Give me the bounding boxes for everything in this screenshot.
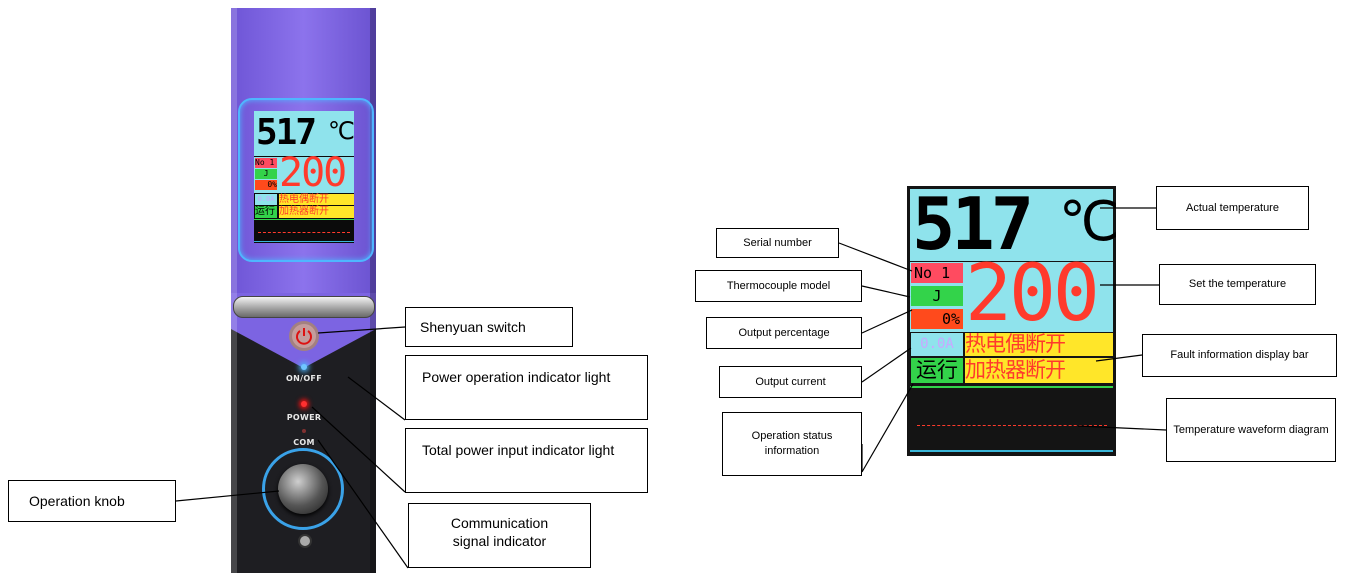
callout-shenyuan-switch: Shenyuan switch: [405, 307, 573, 347]
power-label: POWER: [286, 413, 322, 422]
thermocouple-value: J: [911, 286, 963, 306]
callout-total-power-input-indicator: Total power input indicator light: [405, 428, 648, 493]
small-actual-temp: 517: [256, 112, 317, 153]
small-temp-unit: ℃: [328, 117, 354, 145]
actual-temp-value: 517: [912, 182, 1034, 266]
small-serial: No 1: [255, 158, 277, 168]
status-value: 运行: [911, 358, 963, 383]
callout-thermocouple-model: Thermocouple model: [695, 270, 862, 302]
on-off-label: ON/OFF: [286, 374, 322, 383]
callout-actual-temperature: Actual temperature: [1156, 186, 1309, 230]
power-switch-button[interactable]: [292, 324, 316, 348]
callout-operation-knob: Operation knob: [8, 480, 176, 522]
total-power-led: [301, 401, 307, 407]
callout-set-temperature: Set the temperature: [1159, 264, 1316, 305]
callout-serial-number: Serial number: [716, 228, 839, 258]
callout-output-percentage: Output percentage: [706, 317, 862, 349]
small-set-temp: 200: [279, 150, 347, 196]
actual-temp-unit: ℃: [1059, 190, 1120, 253]
panel-screw: [298, 534, 312, 548]
callout-output-current: Output current: [719, 366, 862, 398]
small-lcd-display: 517 ℃ No 1 J 0% 200 0.0A 热电偶断开 运行 加热器断开: [254, 111, 354, 243]
set-temp-value: 200: [965, 249, 1100, 339]
output-current-value: 0.0A: [911, 333, 963, 356]
small-current: 0.0A: [255, 194, 277, 205]
fault-line-2: 加热器断开: [965, 358, 1113, 383]
communication-led: [302, 429, 306, 433]
small-output-pct: 0%: [255, 180, 277, 190]
display-bezel: [238, 98, 374, 262]
output-percentage-value: 0%: [911, 309, 963, 329]
operation-knob[interactable]: [278, 464, 328, 514]
waveform-trace: [917, 425, 1107, 426]
small-fault-1: 热电偶断开: [279, 194, 354, 205]
callout-communication-signal-indicator: Communication signal indicator: [408, 503, 591, 568]
panel-handle[interactable]: [233, 296, 375, 318]
small-tc-type: J: [255, 169, 277, 179]
small-status: 运行: [255, 206, 277, 218]
callout-fault-info-bar: Fault information display bar: [1142, 334, 1337, 377]
controller-panel: 517 ℃ No 1 J 0% 200 0.0A 热电偶断开 运行 加热器断开 …: [231, 8, 376, 573]
power-icon: [296, 328, 312, 345]
large-lcd-display: 517 ℃ No 1 J 0% 200 0.0A 热电偶断开 运行 加热器断开: [907, 182, 1120, 456]
fault-line-1: 热电偶断开: [965, 333, 1113, 356]
callout-operation-status: Operation status information: [722, 412, 862, 476]
serial-value: No 1: [911, 263, 963, 283]
knob-ring: [262, 448, 344, 530]
callout-power-operation-indicator: Power operation indicator light: [405, 355, 648, 420]
power-operation-led: [301, 364, 307, 370]
com-label: COM: [293, 438, 315, 447]
callout-temperature-waveform: Temperature waveform diagram: [1166, 398, 1336, 462]
small-fault-2: 加热器断开: [279, 206, 354, 218]
